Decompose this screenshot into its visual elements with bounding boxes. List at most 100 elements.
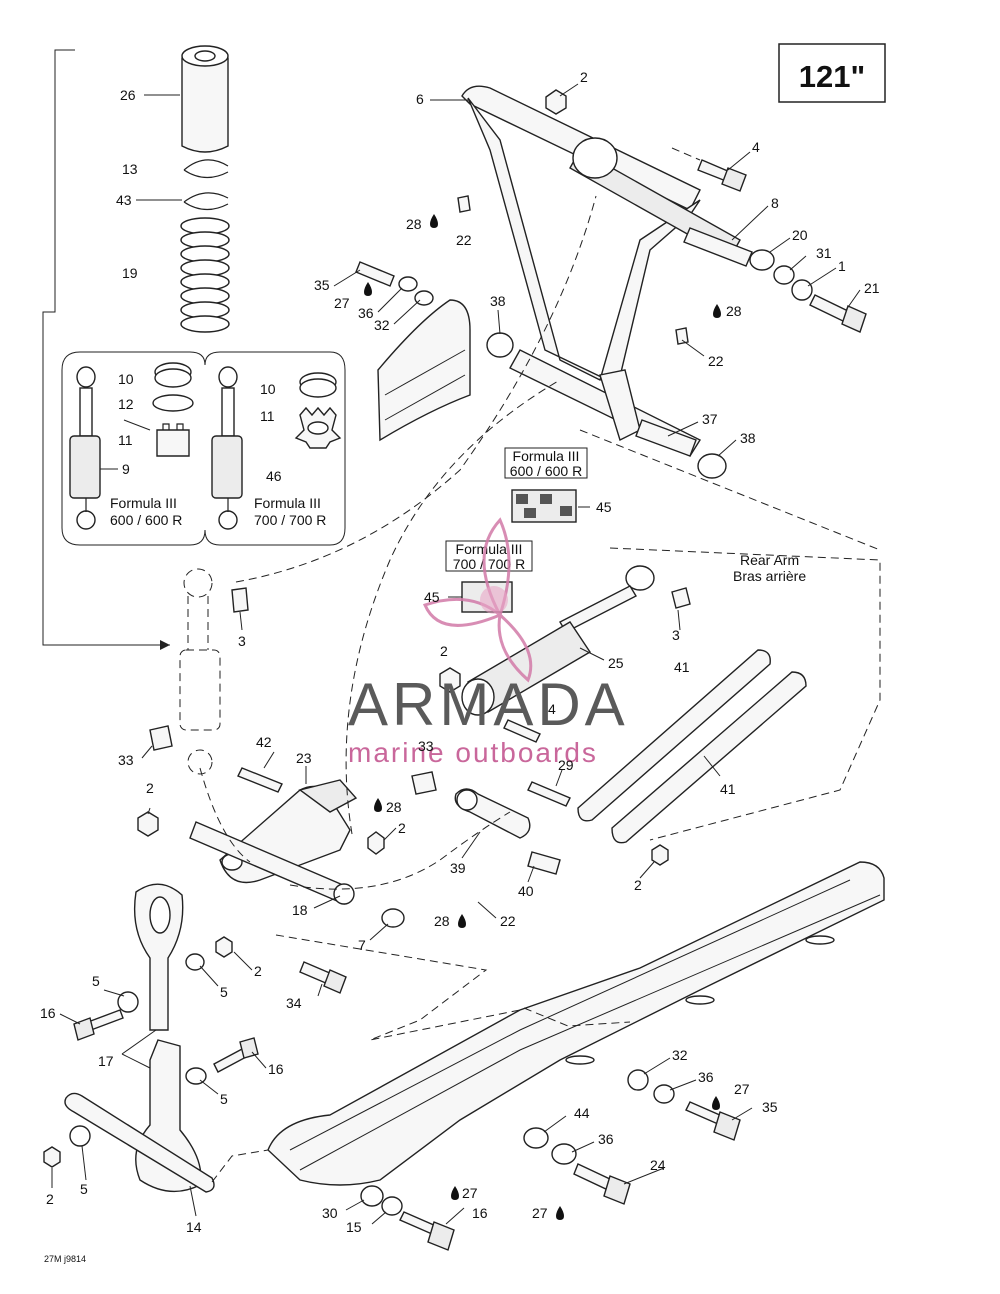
sticker-700-line1: Formula III [456, 541, 523, 557]
label-17: 17 [98, 1053, 114, 1069]
washer-31 [773, 265, 795, 285]
label-12: 12 [118, 396, 134, 412]
label-5b: 5 [220, 984, 228, 1000]
label-27c: 27 [532, 1205, 548, 1221]
washer-15 [381, 1196, 403, 1216]
spacer-38-lower [697, 453, 727, 479]
rear-arm-link-lower [611, 671, 807, 844]
nut-2-center [439, 667, 461, 693]
label-28b: 28 [726, 303, 742, 319]
slide-rail [267, 861, 885, 1186]
arm-39 [454, 788, 531, 839]
label-2e: 2 [634, 877, 642, 893]
part-number-labels: 26 13 43 19 10 12 11 9 10 11 46 6 2 4 8 … [40, 69, 880, 1235]
label-45b: 45 [424, 589, 440, 605]
label-20: 20 [792, 227, 808, 243]
watermark-brand: ARMADA [348, 671, 629, 738]
spacer-38-upper [486, 332, 514, 358]
variant-600-line1: Formula III [110, 495, 177, 511]
label-3b: 3 [672, 627, 680, 643]
bolt-29 [527, 781, 571, 807]
front-cross-tube-14 [64, 1092, 215, 1193]
label-18: 18 [292, 902, 308, 918]
sticker-600-line1: Formula III [513, 448, 580, 464]
bolt-4-center [503, 719, 541, 743]
label-10a: 10 [118, 371, 134, 387]
label-35b: 35 [762, 1099, 778, 1115]
label-16b: 16 [268, 1061, 284, 1077]
label-6: 6 [416, 91, 424, 107]
bushing-3-left [231, 587, 249, 613]
o-ring-600 [152, 394, 194, 412]
label-36c: 36 [598, 1131, 614, 1147]
bushing-3-top [671, 587, 691, 609]
front-arm-assembly-lower [133, 883, 184, 1031]
watermark-logo [422, 517, 533, 683]
label-25: 25 [608, 655, 624, 671]
label-28a: 28 [406, 216, 422, 232]
label-5d: 5 [80, 1181, 88, 1197]
spacer-40 [527, 851, 561, 875]
washer-44 [523, 1127, 549, 1149]
bolt-24 [573, 1163, 631, 1205]
cross-shaft [683, 227, 753, 267]
bolt-16-left [73, 1009, 124, 1041]
label-24: 24 [650, 1157, 666, 1173]
label-31: 31 [816, 245, 832, 261]
label-32b: 32 [672, 1047, 688, 1063]
washer-7 [381, 908, 405, 928]
label-36a: 36 [358, 305, 374, 321]
label-1: 1 [838, 258, 846, 274]
rear-arm-link-upper [577, 649, 771, 822]
rear-arm-label-en: Rear Arm [740, 552, 799, 568]
label-26: 26 [120, 87, 136, 103]
washer-5-a [117, 991, 139, 1013]
nut-2-left [137, 811, 159, 837]
rear-shock-phantom [179, 568, 221, 775]
label-16a: 16 [40, 1005, 56, 1021]
variant-700-line1: Formula III [254, 495, 321, 511]
spring-seat-700 [299, 372, 337, 398]
washer-36-rail [653, 1084, 675, 1104]
washer-5-d [69, 1125, 91, 1147]
label-2a: 2 [580, 69, 588, 85]
washer-32-rail [627, 1069, 649, 1091]
shock-cover [181, 45, 229, 153]
rail-section-top [377, 299, 471, 442]
label-2d: 2 [398, 820, 406, 836]
bolt-16-bottom [399, 1211, 455, 1251]
grease-fitting-22-mid [675, 327, 689, 345]
label-27b: 27 [734, 1081, 750, 1097]
assembly-guide-lines [199, 195, 881, 1183]
sticker-600: Formula III 600 / 600 R [504, 447, 588, 523]
bolt-21 [809, 294, 867, 333]
label-35a: 35 [314, 277, 330, 293]
label-39: 39 [450, 860, 466, 876]
label-21: 21 [864, 280, 880, 296]
label-27a: 27 [334, 295, 350, 311]
label-8: 8 [771, 195, 779, 211]
label-32a: 32 [374, 317, 390, 333]
label-2c: 2 [146, 780, 154, 796]
rear-shock-25 [461, 565, 655, 716]
label-43: 43 [116, 192, 132, 208]
washer-30 [360, 1185, 384, 1207]
spring-seat-600 [154, 362, 192, 388]
spring-stopper [183, 192, 229, 211]
bolt-34 [299, 961, 347, 994]
label-2g: 2 [46, 1191, 54, 1207]
retaining-ring [183, 159, 229, 179]
label-11a: 11 [118, 432, 133, 448]
label-44: 44 [574, 1105, 590, 1121]
bolt-42 [237, 767, 283, 793]
bolt-35-top [355, 261, 434, 306]
label-2b: 2 [440, 643, 448, 659]
rear-arm-label-fr: Bras arrière [733, 568, 806, 584]
shock-absorber-600 [69, 366, 101, 530]
bushing-33-left [149, 725, 173, 751]
leader-lines [51, 83, 861, 1225]
label-27d: 27 [462, 1185, 478, 1201]
label-38b: 38 [740, 430, 756, 446]
label-33b: 33 [118, 752, 134, 768]
